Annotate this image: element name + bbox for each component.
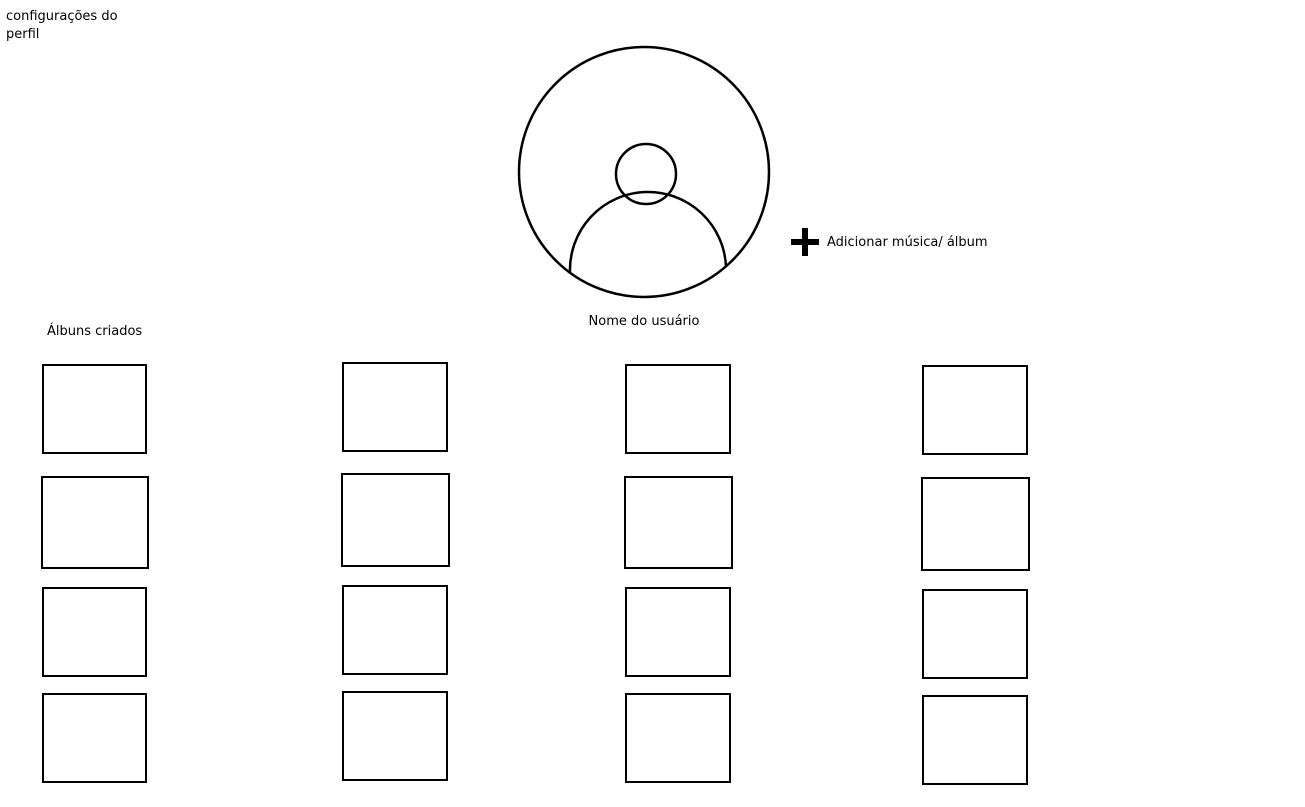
album-tile[interactable] xyxy=(42,693,147,783)
album-tile[interactable] xyxy=(624,476,733,569)
created-albums-title: Álbuns criados xyxy=(47,324,143,339)
album-tile[interactable] xyxy=(922,365,1028,455)
plus-icon xyxy=(791,228,819,256)
album-tile[interactable] xyxy=(342,691,448,781)
album-tile[interactable] xyxy=(41,476,149,569)
album-tile[interactable] xyxy=(921,477,1030,571)
album-tile[interactable] xyxy=(42,364,147,454)
add-music-album-button[interactable]: Adicionar música/ álbum xyxy=(789,226,988,258)
username-label: Nome do usuário xyxy=(588,314,700,329)
album-tile[interactable] xyxy=(625,587,731,677)
add-music-album-label: Adicionar música/ álbum xyxy=(827,234,988,250)
user-avatar-icon xyxy=(517,45,771,299)
album-tile[interactable] xyxy=(342,362,448,452)
album-tile[interactable] xyxy=(922,589,1028,679)
profile-settings-link[interactable]: configurações do perfil xyxy=(6,9,118,42)
album-tile[interactable] xyxy=(341,473,450,567)
album-tile[interactable] xyxy=(625,364,731,454)
album-tile[interactable] xyxy=(42,587,147,677)
album-tile[interactable] xyxy=(922,695,1028,785)
album-tile[interactable] xyxy=(342,585,448,675)
album-tile[interactable] xyxy=(625,693,731,783)
